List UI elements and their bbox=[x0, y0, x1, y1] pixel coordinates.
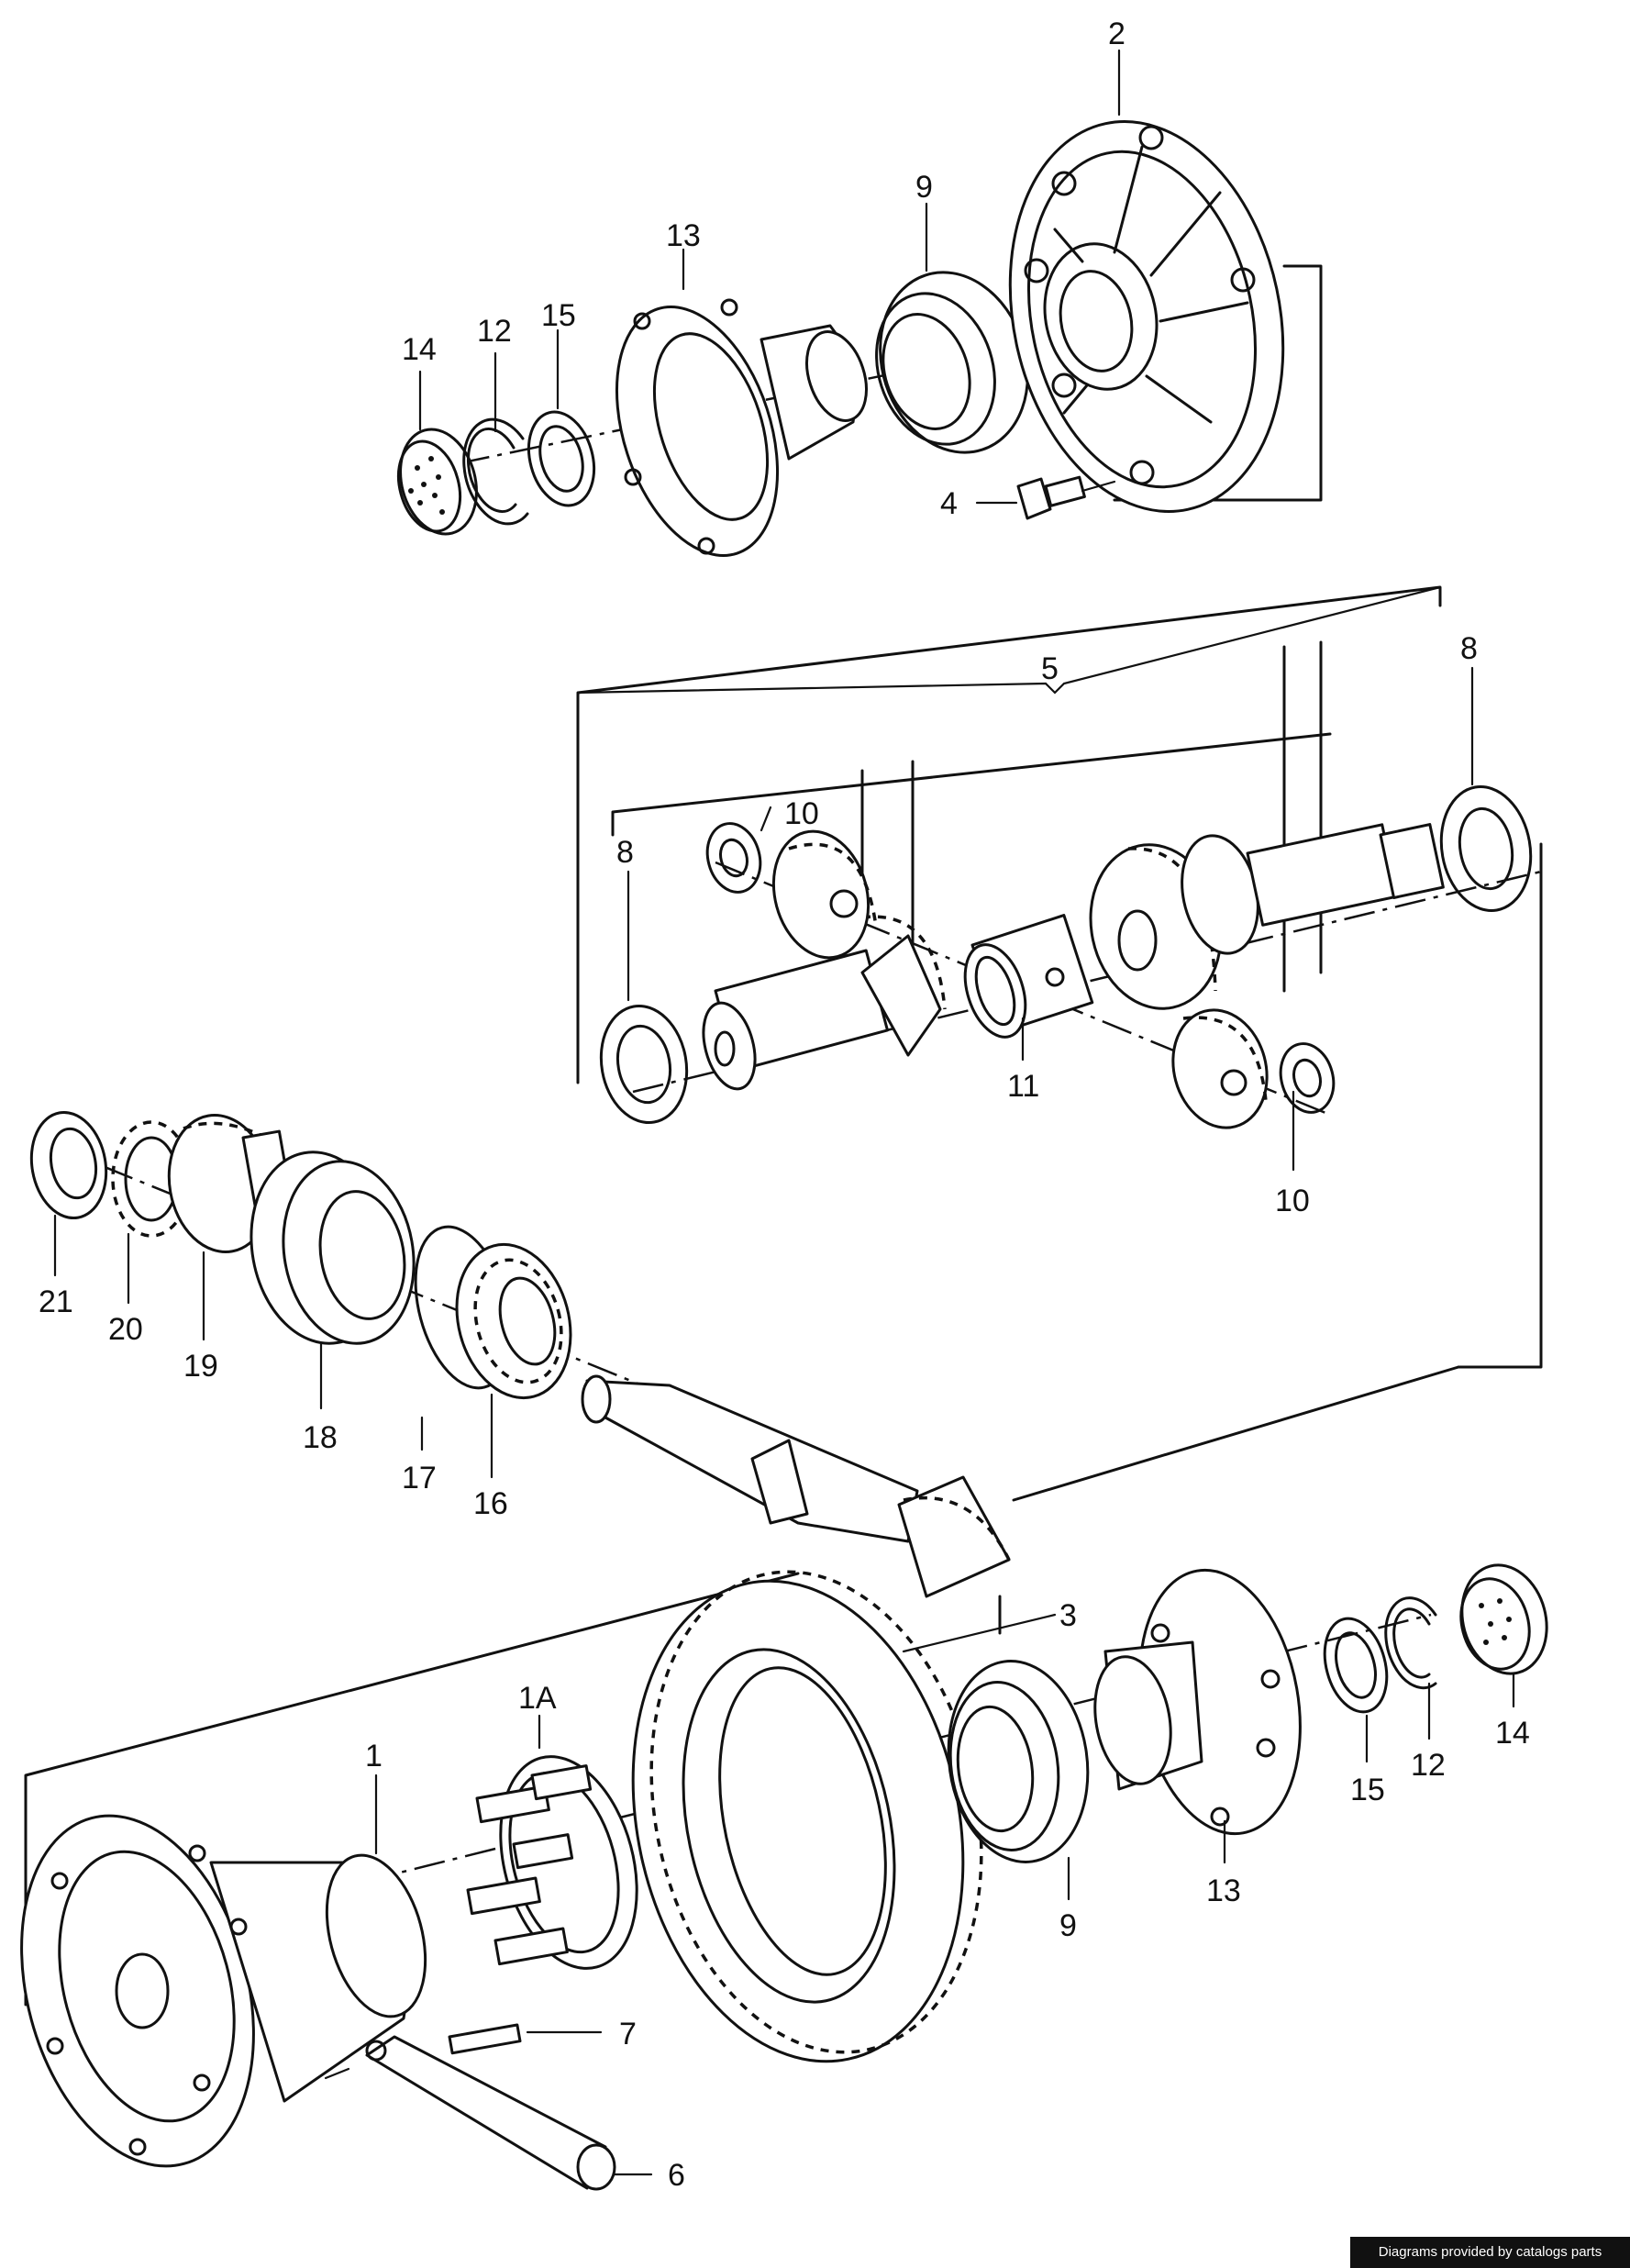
middle-assembly bbox=[576, 585, 1543, 1369]
label-9-upper: 9 bbox=[915, 170, 933, 205]
part-8-right-washer bbox=[1439, 785, 1533, 912]
label-14-lower: 14 bbox=[1495, 1716, 1530, 1751]
part-16-roller-bearing bbox=[455, 1242, 572, 1400]
label-7: 7 bbox=[619, 2017, 637, 2051]
label-4: 4 bbox=[940, 486, 958, 521]
label-9-lower: 9 bbox=[1059, 1908, 1077, 1943]
part-11-sleeve bbox=[963, 914, 1094, 1039]
label-1: 1 bbox=[365, 1739, 383, 1773]
label-20: 20 bbox=[108, 1312, 143, 1347]
part-4-bolt bbox=[1016, 475, 1116, 520]
label-10-bottom: 10 bbox=[1275, 1184, 1310, 1218]
part-1-differential-housing bbox=[20, 1814, 427, 2168]
part-14-lower-cap bbox=[1459, 1563, 1548, 1675]
credit-banner: Diagrams provided by catalogs parts bbox=[1350, 2237, 1630, 2268]
part-7-key bbox=[448, 2023, 603, 2055]
part-18-bearing bbox=[249, 1151, 416, 1345]
label-15-upper: 15 bbox=[541, 298, 576, 333]
upper-assembly bbox=[396, 120, 1323, 557]
part-3-ring-gear bbox=[631, 1570, 983, 2063]
part-10-top-washer bbox=[705, 822, 762, 894]
label-15-lower: 15 bbox=[1350, 1773, 1385, 1807]
part-15-lower-shim bbox=[1323, 1617, 1389, 1714]
part-13-flange bbox=[615, 298, 868, 557]
label-13-lower: 13 bbox=[1206, 1873, 1241, 1908]
label-19: 19 bbox=[183, 1349, 218, 1384]
lower-assembly bbox=[20, 1563, 1548, 2191]
part-6-pin bbox=[324, 2035, 653, 2191]
pinion-assembly bbox=[29, 1110, 1460, 1598]
part-13-lower-flange bbox=[1093, 1568, 1302, 1836]
part-15-shim bbox=[527, 410, 595, 507]
bottom-differential-pinion bbox=[1171, 1008, 1269, 1129]
label-8-left: 8 bbox=[616, 835, 634, 870]
label-2: 2 bbox=[1108, 17, 1125, 51]
label-21: 21 bbox=[39, 1284, 73, 1319]
label-12-lower: 12 bbox=[1411, 1748, 1446, 1783]
label-10-top: 10 bbox=[784, 796, 819, 831]
part-12-lower-snap-ring bbox=[1384, 1596, 1437, 1690]
label-6: 6 bbox=[668, 2158, 685, 2193]
part-1A-spider bbox=[466, 1755, 638, 1970]
part-8-left-washer bbox=[599, 1004, 689, 1125]
label-1A: 1A bbox=[518, 1681, 557, 1716]
label-16: 16 bbox=[473, 1486, 508, 1521]
part-14-cap bbox=[396, 428, 478, 536]
label-12-upper: 12 bbox=[477, 314, 512, 349]
part-2-housing-cover bbox=[1008, 120, 1285, 513]
label-5: 5 bbox=[1041, 651, 1059, 686]
label-14-upper: 14 bbox=[402, 332, 437, 367]
label-17: 17 bbox=[402, 1461, 437, 1495]
label-11: 11 bbox=[1007, 1069, 1039, 1104]
top-differential-pinion bbox=[771, 829, 878, 960]
label-3: 3 bbox=[1059, 1598, 1077, 1633]
part-9-bearing bbox=[875, 271, 1029, 454]
leader-lines bbox=[53, 49, 1515, 1901]
part-labels: 2 9 13 15 12 14 4 5 8 10 8 11 10 21 20 1… bbox=[39, 17, 1530, 2193]
label-13-upper: 13 bbox=[666, 218, 701, 253]
part-10-bottom-washer bbox=[1279, 1042, 1336, 1114]
pinion-shaft bbox=[581, 1374, 1011, 1598]
left-side-gear bbox=[702, 915, 947, 1091]
label-8-right: 8 bbox=[1460, 631, 1478, 666]
part-9-lower-bearing bbox=[947, 1660, 1090, 1863]
label-18: 18 bbox=[303, 1420, 338, 1455]
right-side-gear bbox=[1089, 823, 1445, 1010]
part-21-nut bbox=[29, 1110, 108, 1220]
